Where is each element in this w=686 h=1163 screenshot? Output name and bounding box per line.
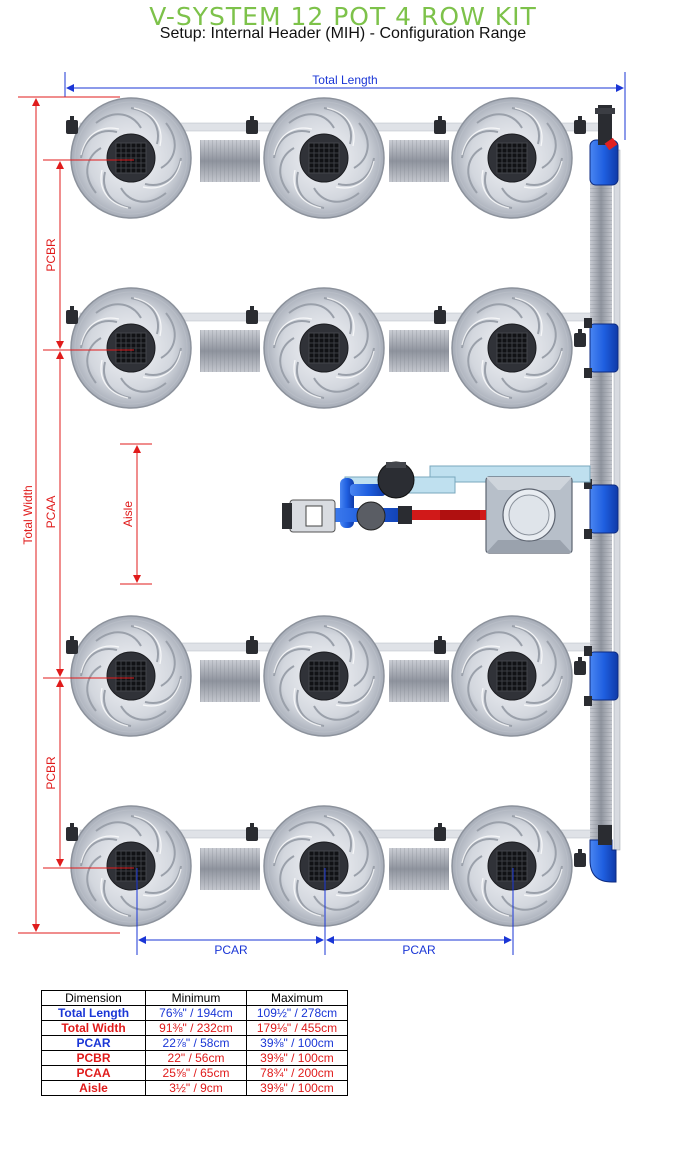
tee-fitting-row-2 bbox=[583, 317, 619, 379]
pot-r3-c2 bbox=[263, 615, 385, 737]
row-min: 76⅜" / 194cm bbox=[145, 1005, 247, 1021]
table-row: Total Length 76⅜" / 194cm 109½" / 278cm bbox=[41, 1005, 348, 1021]
page-title: V-SYSTEM 12 POT 4 ROW KIT bbox=[149, 2, 537, 31]
table-row: PCAA 25⅝" / 65cm 78¾" / 200cm bbox=[41, 1065, 348, 1081]
row-name: Total Length bbox=[41, 1005, 146, 1021]
pot-r3-c3 bbox=[451, 615, 573, 737]
label-aisle: Aisle bbox=[121, 501, 135, 527]
label-pcbr-top: PCBR bbox=[44, 238, 58, 272]
row-max: 78¾" / 200cm bbox=[246, 1065, 348, 1081]
table-row: Aisle 3½" / 9cm 39⅜" / 100cm bbox=[41, 1080, 348, 1096]
pot-r1-c2 bbox=[263, 97, 385, 219]
pot-r2-c3 bbox=[451, 287, 573, 409]
row-name: Aisle bbox=[41, 1080, 146, 1096]
label-total-width: Total Width bbox=[21, 485, 35, 544]
pot-r3-c1 bbox=[70, 615, 192, 737]
row-min: 3½" / 9cm bbox=[145, 1080, 247, 1096]
pcbr-bottom-dimension: PCBR bbox=[44, 679, 64, 867]
row-name: Total Width bbox=[41, 1020, 146, 1036]
row-name: PCBR bbox=[41, 1050, 146, 1066]
table-row: PCAR 22⅞" / 58cm 39⅜" / 100cm bbox=[41, 1035, 348, 1051]
label-pcar-right: PCAR bbox=[402, 943, 436, 957]
reservoir-assembly bbox=[282, 461, 591, 554]
dimension-table: Dimension Minimum Maximum Total Length 7… bbox=[41, 990, 348, 1096]
table-header-row: Dimension Minimum Maximum bbox=[41, 990, 348, 1006]
pot-r4-c3 bbox=[451, 805, 573, 927]
row-max: 179⅛" / 455cm bbox=[246, 1020, 348, 1036]
pot-r1-c3 bbox=[451, 97, 573, 219]
total-width-dimension: Total Width bbox=[18, 96, 120, 934]
row-max: 39⅜" / 100cm bbox=[246, 1080, 348, 1096]
row-name: PCAA bbox=[41, 1065, 146, 1081]
label-pcar-left: PCAR bbox=[214, 943, 248, 957]
row-min: 22" / 56cm bbox=[145, 1050, 247, 1066]
pot-r1-c1 bbox=[70, 97, 192, 219]
aisle-dimension: Aisle bbox=[120, 443, 152, 585]
row-min: 91⅜" / 232cm bbox=[145, 1020, 247, 1036]
pcbr-top-dimension: PCBR bbox=[44, 161, 64, 349]
pcaa-dimension: PCAA bbox=[44, 351, 64, 677]
header-dimension: Dimension bbox=[41, 990, 146, 1006]
row-max: 39⅜" / 100cm bbox=[246, 1050, 348, 1066]
pot-r4-c1 bbox=[70, 805, 192, 927]
header-minimum: Minimum bbox=[145, 990, 247, 1006]
pcar-dimension: PCAR PCAR bbox=[136, 868, 514, 957]
pump-body bbox=[282, 499, 386, 533]
label-pcbr-bottom: PCBR bbox=[44, 756, 58, 790]
dimension-lines: Total Length Total Width PCBR bbox=[18, 72, 626, 957]
tee-fitting-reservoir bbox=[583, 478, 619, 540]
pot-r2-c1 bbox=[70, 287, 192, 409]
label-pcaa: PCAA bbox=[44, 496, 58, 529]
table-row: Total Width 91⅜" / 232cm 179⅛" / 455cm bbox=[41, 1020, 348, 1036]
row-max: 109½" / 278cm bbox=[246, 1005, 348, 1021]
row-name: PCAR bbox=[41, 1035, 146, 1051]
row-min: 22⅞" / 58cm bbox=[145, 1035, 247, 1051]
tee-fitting-row-3 bbox=[583, 645, 619, 707]
row-max: 39⅜" / 100cm bbox=[246, 1035, 348, 1051]
reservoir-tank bbox=[485, 476, 573, 554]
pot-r4-c2 bbox=[263, 805, 385, 927]
pump-tubing bbox=[320, 478, 486, 528]
layout-diagram: Total Length Total Width PCBR bbox=[18, 72, 626, 957]
page-subtitle: Setup: Internal Header (MIH) - Configura… bbox=[159, 25, 527, 42]
row-min: 25⅝" / 65cm bbox=[145, 1065, 247, 1081]
pot-r2-c2 bbox=[263, 287, 385, 409]
header-fittings bbox=[583, 105, 619, 883]
filter-canister bbox=[377, 461, 415, 499]
total-length-dimension: Total Length bbox=[64, 72, 626, 140]
table-row: PCBR 22" / 56cm 39⅜" / 100cm bbox=[41, 1050, 348, 1066]
label-total-length: Total Length bbox=[312, 73, 377, 87]
header-maximum: Maximum bbox=[246, 990, 348, 1006]
